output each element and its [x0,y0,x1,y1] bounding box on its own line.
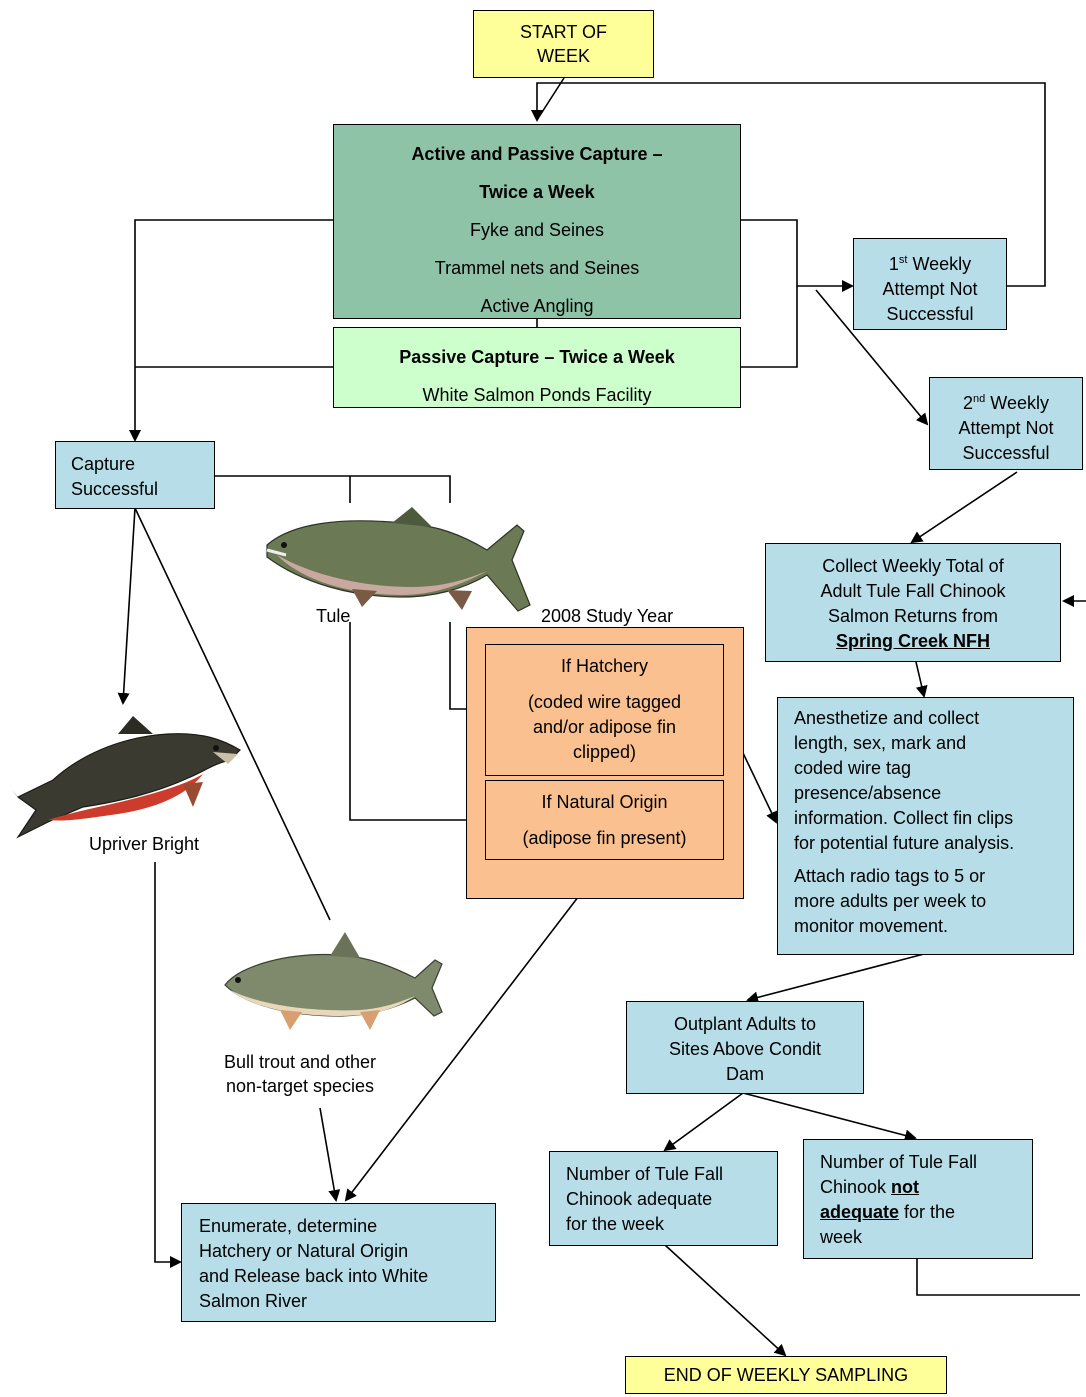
outplant-line-1: Outplant Adults to [673,1014,817,1034]
capture-successful-line-1: Capture [71,454,136,474]
bull-trout-label-line-1: Bull trout and other [223,1052,377,1072]
start-line-2: WEEK [536,46,590,66]
anesthetize-p1-line-3: coded wire tag [794,758,912,778]
bull-trout-image [224,932,443,1030]
enumerate-line-2: Hatchery or Natural Origin [199,1241,409,1261]
not-adequate-line-4: week [820,1227,863,1247]
hatchery-line-1: (coded wire tagged [527,692,682,712]
anesthetize-box: Anesthetize and collect length, sex, mar… [777,697,1074,955]
collect-weekly-box: Collect Weekly Total of Adult Tule Fall … [765,543,1061,662]
start-line-1: START OF [519,22,607,42]
attempt2-box: 2nd Weekly Attempt Not Successful [929,377,1083,470]
collect-line-1: Collect Weekly Total of [822,556,1004,576]
capture-successful-box: Capture Successful [55,441,215,509]
capture-method-fyke: Fyke and Seines [469,220,605,240]
start-of-week-box: START OF WEEK [473,10,654,78]
tule-salmon-image [266,507,531,612]
outplant-line-3: Dam [725,1064,764,1084]
capture-successful-line-2: Successful [71,479,159,499]
not-adequate-line-2a: Chinook [820,1177,892,1197]
enumerate-line-3: and Release back into White [199,1266,429,1286]
attempt1-line-3: Successful [886,304,974,324]
active-passive-title-2: Twice a Week [479,182,595,202]
enumerate-box: Enumerate, determine Hatchery or Natural… [181,1203,496,1322]
arrow-to-attempt2 [815,289,929,426]
collect-line-3: Salmon Returns from [827,606,999,626]
attempt2-line-1: Weekly [985,393,1049,413]
enumerate-line-4: Salmon River [199,1291,308,1311]
anesthetize-p2-line-1: Attach radio tags to 5 or [794,866,986,886]
outplant-line-2: Sites Above Condit [668,1039,822,1059]
natural-origin-box: If Natural Origin (adipose fin present) [485,780,724,860]
hatchery-line-3: clipped) [572,742,637,762]
tule-label: Tule [316,606,351,626]
adequate-line-1: Number of Tule Fall [566,1164,724,1184]
adequate-box: Number of Tule Fall Chinook adequate for… [549,1151,778,1246]
hatchery-box: If Hatchery (coded wire tagged and/or ad… [485,644,724,776]
attempt1-num: 1 [888,254,899,274]
attempt1-line-2: Attempt Not [882,279,978,299]
upriver-bright-salmon-image [12,716,241,839]
passive-capture-box: Passive Capture – Twice a Week White Sal… [333,327,741,408]
bull-trout-label: Bull trout and other non-target species [200,1050,400,1098]
attempt2-num: 2 [963,393,974,413]
collect-line-4: Spring Creek NFH [835,631,991,651]
attempt2-line-3: Successful [962,443,1050,463]
capture-method-angling: Active Angling [480,296,594,316]
anesthetize-p1-line-6: for potential future analysis. [794,833,1015,853]
anesthetize-p2-line-3: monitor movement. [794,916,949,936]
hatchery-line-2: and/or adipose fin [532,717,677,737]
natural-title: If Natural Origin [541,792,668,812]
anesthetize-p1-line-5: information. Collect fin clips [794,808,1014,828]
hatchery-title: If Hatchery [560,656,649,676]
enumerate-line-1: Enumerate, determine [199,1216,378,1236]
not-adequate-line-2b: not [891,1177,920,1197]
collect-line-2: Adult Tule Fall Chinook [820,581,1006,601]
upriver-bright-label: Upriver Bright [89,834,200,854]
attempt2-line-2: Attempt Not [958,418,1054,438]
arrow-capture-to-successful [129,219,333,442]
study-year-label: 2008 Study Year [541,606,674,626]
passive-title: Passive Capture – Twice a Week [399,347,675,367]
arrow-capture-to-attempt1 [740,219,854,292]
end-label: END OF WEEKLY SAMPLING [663,1365,909,1385]
not-adequate-line-3b: for the [899,1202,956,1222]
anesthetize-p1-line-2: length, sex, mark and [794,733,967,753]
attempt1-line-1: Weekly [907,254,972,274]
not-adequate-line-3a: adequate [820,1202,900,1222]
attempt1-sup: st [898,254,908,266]
anesthetize-p1-line-4: presence/absence [794,783,942,803]
capture-method-trammel: Trammel nets and Seines [434,258,640,278]
arrow-attempt2-to-collect [910,471,1018,544]
end-of-weekly-sampling-box: END OF WEEKLY SAMPLING [625,1356,947,1394]
active-passive-title-1: Active and Passive Capture – [411,144,663,164]
passive-facility: White Salmon Ponds Facility [422,385,652,405]
not-adequate-line-1: Number of Tule Fall [820,1152,978,1172]
arrow-start-to-capture [536,77,565,121]
natural-line-1: (adipose fin present) [522,828,687,848]
anesthetize-p1-line-1: Anesthetize and collect [794,708,980,728]
anesthetize-p2-line-2: more adults per week to [794,891,987,911]
arrow-attempt1-loop [531,82,1046,287]
attempt1-box: 1st Weekly Attempt Not Successful [853,238,1007,330]
adequate-line-3: for the week [566,1214,665,1234]
active-passive-capture-box: Active and Passive Capture – Twice a Wee… [333,124,741,319]
attempt2-sup: nd [973,393,986,405]
not-adequate-box: Number of Tule Fall Chinook not adequate… [803,1139,1033,1259]
bull-trout-label-line-2: non-target species [225,1076,375,1096]
adequate-line-2: Chinook adequate [566,1189,713,1209]
outplant-box: Outplant Adults to Sites Above Condit Da… [626,1001,864,1094]
